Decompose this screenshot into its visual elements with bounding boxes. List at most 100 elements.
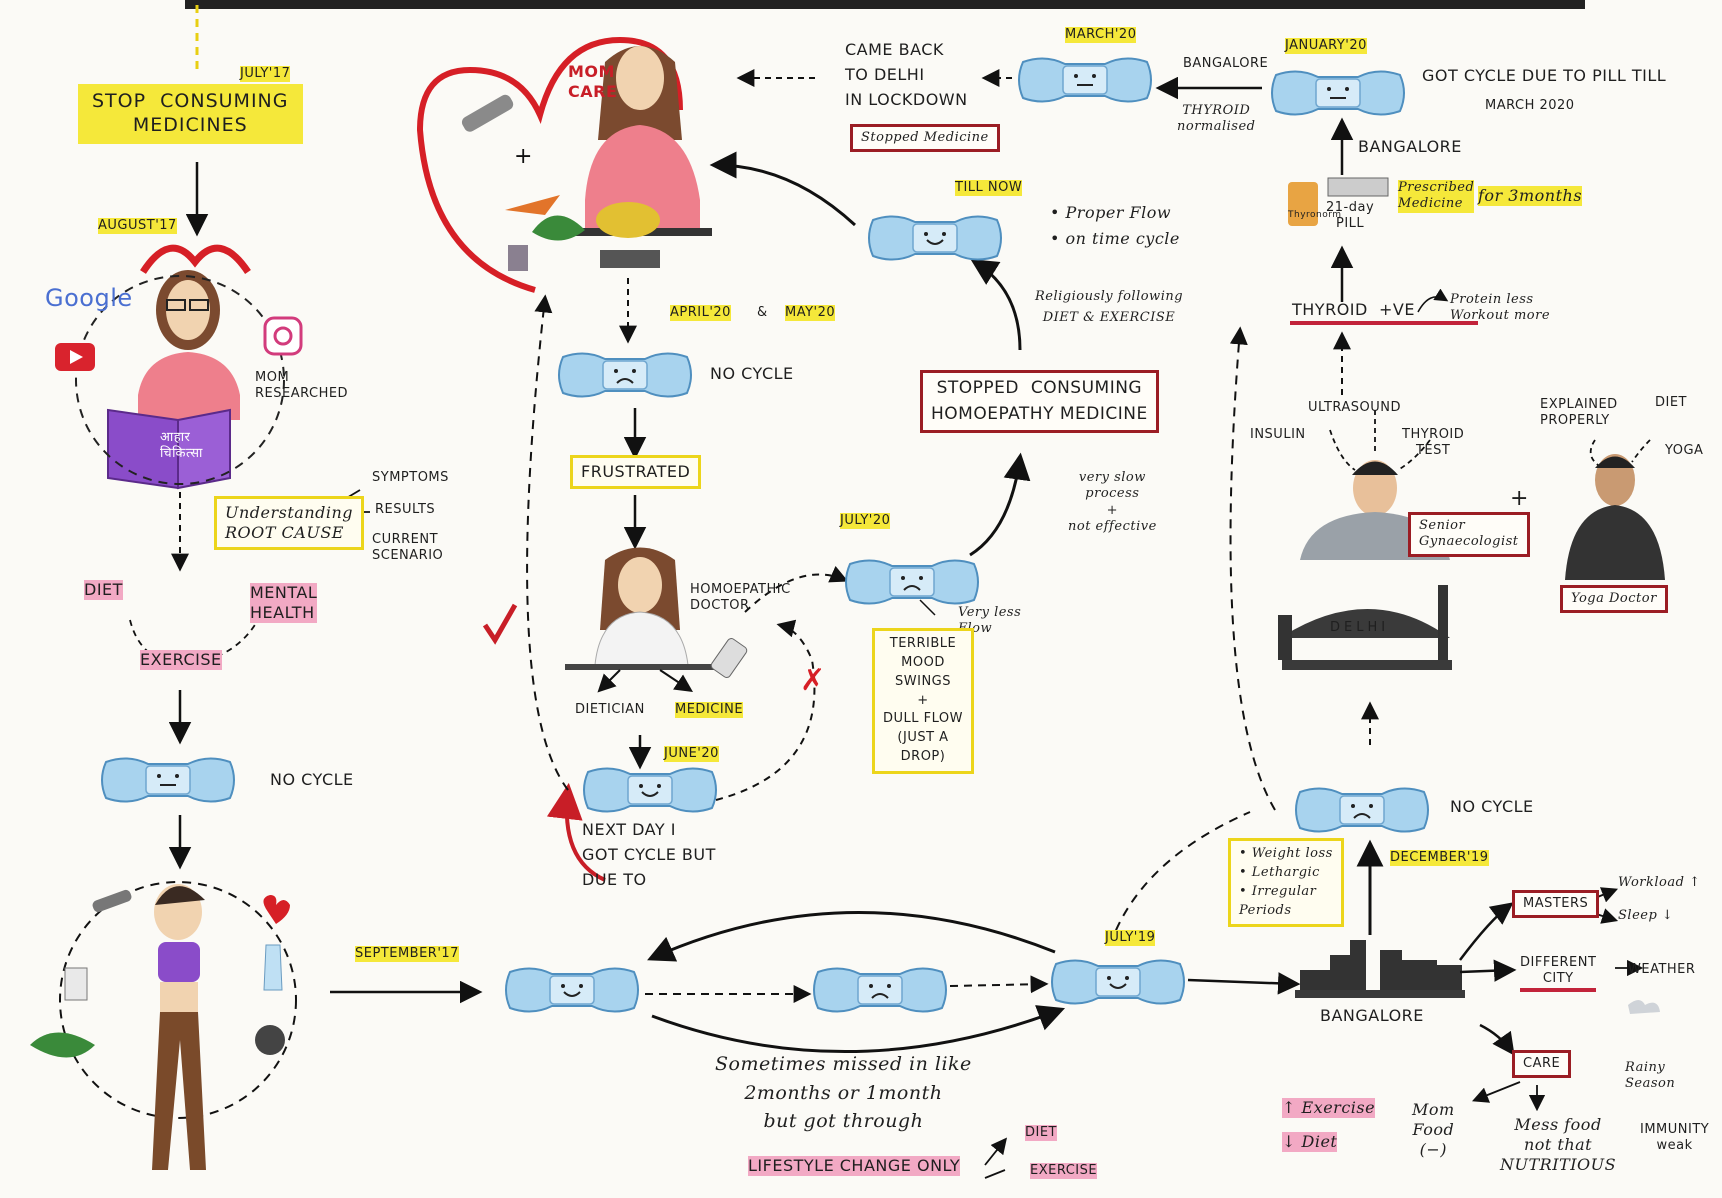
dietician-label: DIETICIAN (575, 702, 645, 717)
pad-june20 (583, 767, 717, 813)
till-now-label: TILL NOW (955, 180, 1023, 197)
explained-properly-label: EXPLAINED PROPERLY (1540, 397, 1618, 429)
delhi-skyline (1278, 585, 1452, 670)
weather-label: WEATHER (1628, 962, 1696, 977)
alarm-clock-icon (255, 1025, 285, 1055)
greens-icon (532, 215, 585, 241)
came-back-delhi-label: CAME BACK TO DELHI IN LOCKDOWN (845, 40, 968, 109)
diet-tag: DIET (84, 580, 123, 600)
svg-text:+: + (514, 144, 532, 169)
research-dashed-circle (75, 275, 285, 485)
immunity-weak-label: IMMUNITY weak (1640, 1122, 1710, 1154)
stopped-medicine-box: Stopped Medicine (850, 124, 1000, 153)
understanding-root-cause-box: Understanding ROOT CAUSE (214, 496, 365, 550)
plus-sign: + (1510, 486, 1529, 511)
bangalore-arrow-label: BANGALORE (1183, 56, 1269, 71)
delhi-label: DELHI (1330, 620, 1390, 635)
vegetables-icon (30, 1032, 95, 1058)
stopped-homeopathy-box: STOPPED CONSUMING HOMOEPATHY MEDICINE (920, 370, 1159, 433)
pad-till-now (868, 215, 1002, 261)
bangalore-skyline (1295, 940, 1465, 998)
got-cycle-due-to-pill-label: GOT CYCLE DUE TO PILL TILL (1422, 66, 1667, 85)
instagram-icon (263, 316, 303, 356)
date-december19: DECEMBER'19 (1390, 850, 1489, 867)
water-bottle-icon (263, 944, 283, 991)
thyroid-normalised-label: THYROID normalised (1177, 103, 1256, 135)
ultrasound-label: ULTRASOUND (1308, 400, 1402, 415)
pad-july19 (1051, 959, 1185, 1005)
different-city-label: DIFFERENT CITY (1520, 955, 1597, 992)
mom-figure (570, 46, 712, 268)
pad-left-no-cycle (101, 757, 235, 803)
weight-loss-symptoms-box: • Weight loss • Lethargic • Irregular Pe… (1228, 838, 1344, 928)
bottom-exercise-tag: EXERCISE (1030, 1163, 1098, 1180)
homeopathic-doctor-label: HOMOEPATHIC DOCTOR (690, 582, 791, 614)
pad-jan20 (1271, 70, 1405, 116)
december-no-cycle-label: NO CYCLE (1450, 797, 1534, 816)
bangalore-up-label: BANGALORE (1358, 137, 1462, 156)
homeopathic-doctor-figure (565, 547, 715, 670)
cross-mark-icon: ✗ (800, 663, 825, 698)
date-july19: JULY'19 (1105, 930, 1156, 947)
terrible-mood-swings-box: TERRIBLE MOOD SWINGS + DULL FLOW (JUST A… (872, 628, 974, 774)
date-august17: AUGUST'17 (98, 218, 177, 235)
mom-care-label: MOM CARE (568, 62, 618, 101)
diet-down-tag: ↓ Diet (1282, 1132, 1338, 1152)
symptoms-label: SYMPTOMS (372, 470, 449, 485)
mug-icon (508, 245, 528, 271)
pad-april-may (558, 352, 692, 398)
carrot-icon (505, 195, 560, 215)
date-july17: JULY'17 (240, 66, 291, 83)
mental-health-tag: MENTAL HEALTH (250, 583, 318, 623)
pad-dec19 (1295, 787, 1429, 833)
till-march-2020-label: MARCH 2020 (1485, 98, 1575, 113)
google-logo: Google (45, 284, 133, 312)
sleep-label: Sleep ↓ (1618, 908, 1674, 923)
lifestyle-dashed-circle (59, 881, 297, 1119)
for-3months-tag: for 3months (1478, 186, 1583, 206)
book-title: आहार चिकित्सा (160, 430, 203, 462)
protein-less-note: Protein less Workout more (1450, 292, 1551, 324)
medicine-label: MEDICINE (675, 702, 744, 719)
yoga-doctor-box: Yoga Doctor (1560, 585, 1668, 614)
thyroid-test-label: THYROID TEST (1402, 427, 1465, 459)
workload-label: Workload ↑ (1618, 875, 1701, 890)
exercise-tag: EXERCISE (140, 650, 222, 670)
insulin-label: INSULIN (1250, 427, 1306, 442)
pill-label: 21-day PILL (1326, 200, 1375, 232)
proper-flow-note: • Proper Flow • on time cycle (1050, 203, 1180, 248)
exercising-girl-figure (152, 884, 206, 1170)
date-april20: APRIL'20 (670, 305, 731, 322)
date-january20: JANUARY'20 (1285, 38, 1367, 55)
mom-researched-label: MOM RESEARCHED (255, 370, 349, 402)
date-september17: SEPTEMBER'17 (355, 946, 459, 963)
diet-label: DIET (1655, 395, 1687, 410)
religiously-following-note: Religiously following DIET & EXERCISE (1035, 289, 1184, 325)
very-slow-process-note: very slow process + not effective (1068, 470, 1157, 534)
date-may20: MAY'20 (785, 305, 836, 322)
heart-icon (263, 895, 290, 924)
dumbbell-icon (92, 889, 132, 913)
stop-consuming-medicines-box: STOP CONSUMING MEDICINES (78, 84, 303, 144)
mom-care-heart (416, 36, 683, 293)
yoga-doctor-figure (1565, 454, 1665, 580)
pad-sept17 (505, 967, 639, 1013)
pad-missed (813, 967, 947, 1013)
pad-march20 (1018, 57, 1152, 103)
senior-gynaecologist-box: Senior Gynaecologist (1408, 512, 1530, 557)
pad-july20 (845, 559, 979, 605)
thyronorm-bottle-icon (1288, 182, 1318, 226)
current-scenario-label: CURRENT SCENARIO (372, 532, 444, 564)
next-day-label: NEXT DAY I GOT CYCLE BUT DUE TO (582, 820, 716, 889)
dumbbell-mom-icon (461, 94, 514, 132)
prescribed-medicine-tag: Prescribed Medicine (1398, 180, 1475, 213)
left-no-cycle-label: NO CYCLE (270, 770, 354, 789)
rainy-season-label: Rainy Season (1625, 1060, 1676, 1092)
glass-icon (64, 967, 88, 1001)
girl-reading-figure (107, 244, 251, 490)
april-no-cycle-label: NO CYCLE (710, 364, 794, 383)
thyroid-positive-label: THYROID +VE (1292, 300, 1415, 319)
mom-food-label: Mom Food (−) (1412, 1100, 1455, 1159)
masters-box: MASTERS (1512, 890, 1600, 919)
pill-strip-icon (1327, 177, 1389, 197)
